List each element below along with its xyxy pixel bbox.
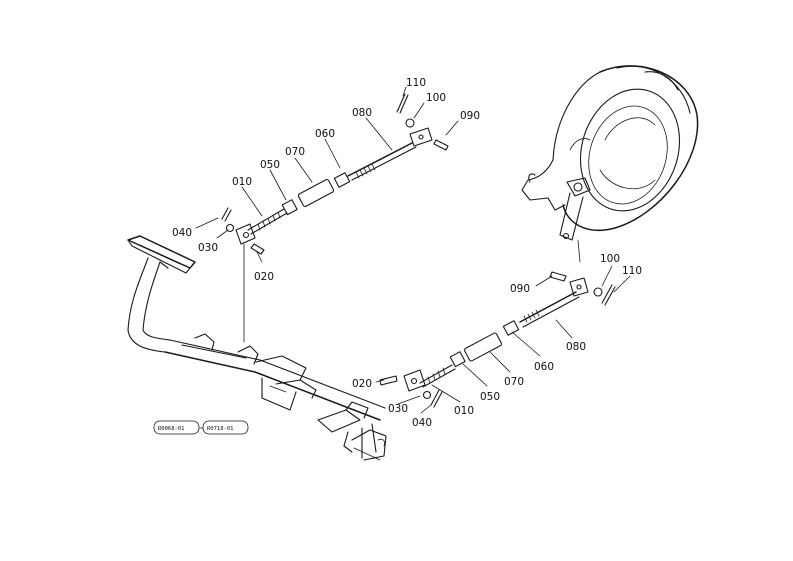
brake-drum-housing [521,65,699,232]
callout-100-bottom: 100 [600,253,620,265]
callout-020-top: 020 [254,271,274,283]
callout-050-top: 050 [260,159,280,171]
brake-pedal-shaft [127,235,387,461]
callout-labels: 110 100 090 080 060 070 050 010 040 030 … [172,77,642,429]
brake-lever-right [559,177,591,263]
callout-030-top: 030 [198,242,218,254]
reference-label-right: R0718-01 [207,426,234,432]
callout-110-bottom: 110 [622,265,642,277]
callout-070-bottom: 070 [504,376,524,388]
callout-070-top: 070 [285,146,305,158]
top-rod-assembly [221,93,449,343]
callout-040-top: 040 [172,227,192,239]
callout-050-bottom: 050 [480,391,500,403]
reference-box-left [153,420,200,435]
callout-010-top: 010 [232,176,252,188]
callout-060-top: 060 [315,128,335,140]
callout-010-bottom: 010 [454,405,474,417]
callout-100-top: 100 [426,92,446,104]
callout-080-bottom: 080 [566,341,586,353]
callout-020-bottom: 020 [352,378,372,390]
callout-040-bottom: 040 [412,417,432,429]
bottom-rod-assembly [379,271,616,408]
callout-090-top: 090 [460,110,480,122]
reference-label-left: R0068-01 [158,426,185,432]
leader-lines [195,86,631,429]
callout-110-top: 110 [406,77,426,89]
callout-090-bottom: 090 [510,283,530,295]
callout-080-top: 080 [352,107,372,119]
callout-060-bottom: 060 [534,361,554,373]
reference-box-right [202,420,249,435]
callout-030-bottom: 030 [388,403,408,415]
reference-boxes: R0068-01 R0718-01 [153,420,249,435]
